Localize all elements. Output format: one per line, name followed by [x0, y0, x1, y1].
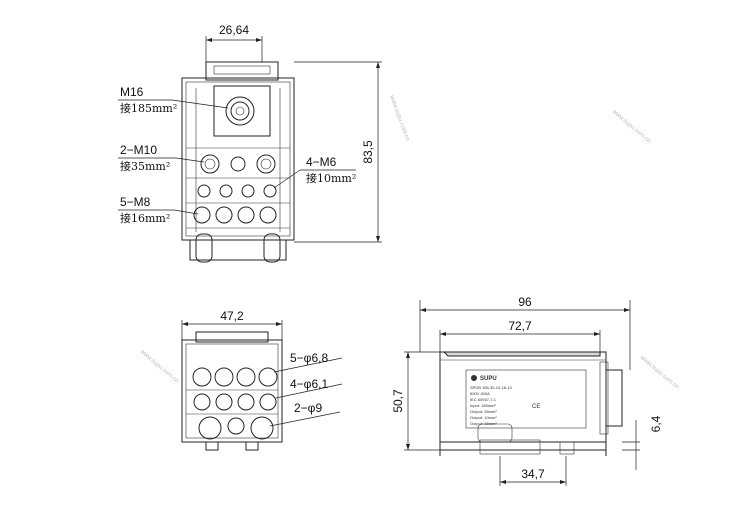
side-rail-dimension: 6,4 — [649, 415, 663, 432]
svg-text:Output: 10mm²: Output: 10mm² — [470, 415, 497, 420]
hole-9-right — [250, 416, 274, 440]
m16-terminal-block — [213, 85, 271, 137]
m6-bolt-4 — [263, 184, 277, 198]
front-housing-inner — [185, 81, 291, 237]
m16-bolt-inner — [230, 101, 250, 121]
label-5m8-sub: 接16mm² — [120, 212, 170, 225]
top-view-tab — [195, 331, 269, 343]
front-base — [189, 239, 287, 261]
hole-61-4 — [259, 393, 277, 411]
side-base-dimension: 34,7 — [521, 467, 545, 481]
side-total-width-dimension: 96 — [518, 295, 532, 309]
label-4m6-sub: 接10mm² — [306, 172, 356, 185]
hole-61-1 — [193, 393, 211, 411]
hole-center — [227, 417, 245, 435]
side-end-block — [605, 369, 623, 427]
side-base — [439, 441, 607, 451]
hole-68-3 — [236, 367, 256, 387]
m8-bolt-4 — [259, 206, 277, 224]
m16-bolt-core — [235, 106, 245, 116]
hole-61-2 — [215, 393, 233, 411]
svg-text:690V 400A: 690V 400A — [470, 391, 490, 396]
label-holes-68: 5−φ6,8 — [290, 351, 328, 365]
label-2m10: 2−M10 — [120, 143, 157, 157]
svg-text:IEC 60947-7-1: IEC 60947-7-1 — [470, 397, 497, 402]
watermark-top-right: www.supu.com.cn — [610, 108, 652, 144]
m10-bolt-left — [200, 154, 220, 174]
m8-bolt-3 — [237, 206, 255, 224]
m8-bolt-2 — [215, 206, 233, 224]
m6-bolt-1 — [197, 184, 211, 198]
label-m16: M16 — [120, 85, 144, 99]
m6-bolt-3 — [241, 184, 255, 198]
top-view: 47,2 5−φ6,8 4−φ6,1 2−φ9 — [181, 309, 343, 451]
side-inner-width-dimension: 72,7 — [508, 319, 532, 333]
svg-text:Output: 16mm²: Output: 16mm² — [470, 421, 497, 426]
front-top-cap-slot — [213, 65, 271, 75]
hole-68-2 — [214, 367, 234, 387]
label-4m6: 4−M6 — [306, 155, 337, 169]
front-width-dimension: 26,64 — [219, 23, 249, 37]
front-base-clip-right — [263, 233, 281, 263]
m10-bolt-mid — [230, 156, 246, 172]
hole-9-left — [198, 416, 222, 440]
front-top-cap — [205, 61, 279, 81]
m16-bolt-outer — [225, 96, 255, 126]
label-holes-9: 2−φ9 — [294, 401, 322, 415]
top-housing-outline — [181, 339, 283, 443]
side-body-outline — [439, 351, 607, 443]
side-view: SUPU SPDB 185-35-10-16-10 690V 400A IEC … — [391, 295, 663, 486]
front-base-clip-left — [195, 233, 213, 263]
m6-bolt-2 — [219, 184, 233, 198]
front-view: 26,64 83,5 M16 接185mm² 2−M10 接35mm² 5−M8… — [118, 23, 382, 263]
watermark-mid-right: www.supu.com.cn — [638, 354, 680, 390]
hole-68-1 — [192, 367, 212, 387]
m10-bolt-right — [256, 154, 276, 174]
label-2m10-sub: 接35mm² — [120, 160, 170, 173]
svg-text:SPDB 185-35-10-16-10: SPDB 185-35-10-16-10 — [470, 385, 513, 390]
brand-name: SUPU — [480, 376, 497, 382]
din-rail — [479, 439, 541, 455]
ce-mark: CE — [532, 404, 540, 410]
side-height-dimension: 50,7 — [391, 389, 405, 413]
side-cover-top — [442, 351, 601, 357]
din-clip — [477, 423, 513, 443]
m8-bolt-1 — [193, 206, 211, 224]
hole-68-4 — [258, 367, 278, 387]
svg-text:Input: 185mm²: Input: 185mm² — [470, 403, 496, 408]
hole-61-3 — [237, 393, 255, 411]
label-m16-sub: 接185mm² — [120, 102, 177, 115]
label-holes-61: 4−φ6,1 — [290, 377, 328, 391]
watermark-center: www.supu.com.cn — [388, 94, 411, 142]
top-width-dimension: 47,2 — [220, 309, 244, 323]
watermark-left: www.supu.com.cn — [138, 348, 180, 384]
svg-text:Output: 35mm²: Output: 35mm² — [470, 409, 497, 414]
label-5m8: 5−M8 — [120, 195, 151, 209]
front-height-dimension: 83,5 — [361, 140, 375, 164]
brand-logo-icon — [471, 375, 477, 381]
product-label-plate — [465, 369, 587, 429]
